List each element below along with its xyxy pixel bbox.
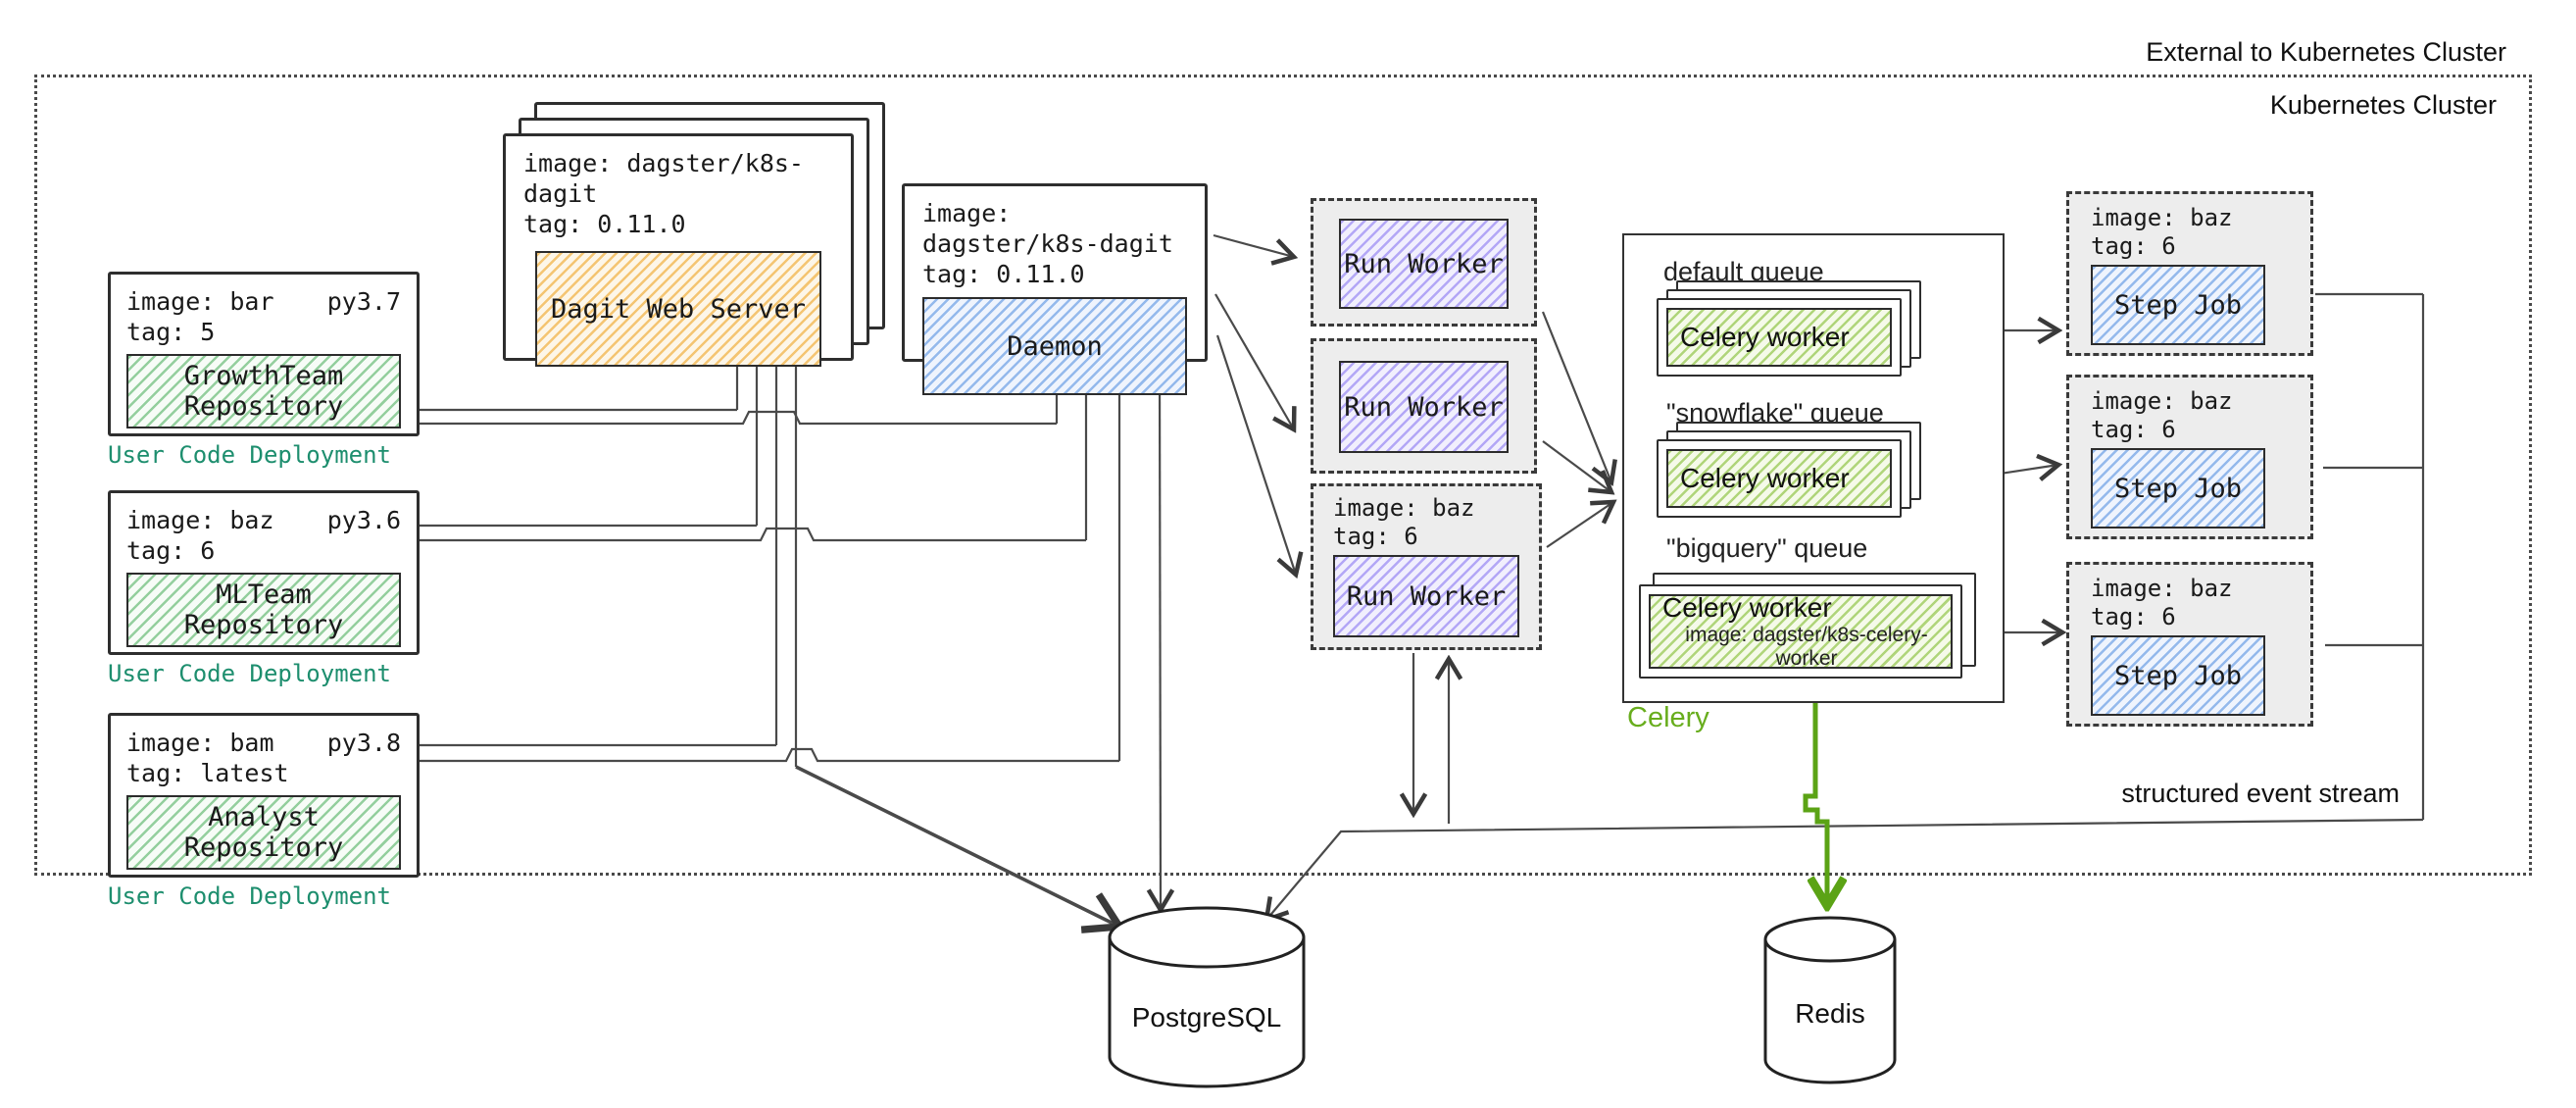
postgres-cylinder-shape xyxy=(1108,906,1306,1088)
dagit-tag-label: tag: 0.11.0 xyxy=(523,210,686,238)
postgres-cylinder: PostgreSQL xyxy=(1106,904,1308,1092)
dagit-stack: image: dagster/k8s-dagit tag: 0.11.0 Dag… xyxy=(503,102,887,367)
celery-worker-stack: Celery worker xyxy=(1657,280,1921,377)
daemon-tag-label: tag: 0.11.0 xyxy=(922,260,1085,288)
repo-tag-label: tag: 5 xyxy=(126,318,216,346)
daemon-card: image: dagster/k8s-dagit tag: 0.11.0 Dae… xyxy=(902,183,1208,395)
daemon-box: Daemon xyxy=(922,297,1187,395)
repo-py-label: py3.7 xyxy=(326,287,401,316)
dagit-card: image: dagster/k8s-dagit tag: 0.11.0 Dag… xyxy=(503,133,854,367)
event-stream-label: structured event stream xyxy=(2121,779,2400,808)
daemon-image-label: image: dagster/k8s-dagit xyxy=(922,199,1173,258)
repo-image-label: image: bar xyxy=(126,287,274,316)
step-job-tag-label: tag: 6 xyxy=(2091,232,2176,260)
redis-cylinder-shape xyxy=(1763,916,1897,1084)
celery-caption: Celery xyxy=(1627,702,1709,733)
repository-box: MLTeam Repository xyxy=(126,573,401,647)
repository-box: GrowthTeam Repository xyxy=(126,354,401,428)
user-code-deployment-card: image: bar py3.7 tag: 5 GrowthTeam Reposi… xyxy=(108,272,420,436)
run-worker-tag-label: tag: 6 xyxy=(1333,523,1418,550)
celery-worker-image-label: image: dagster/k8s-celery-worker xyxy=(1685,624,1928,670)
step-job-label: Step Job xyxy=(2113,289,2243,321)
repository-label: Analyst Repository xyxy=(183,802,344,863)
repository-box: Analyst Repository xyxy=(126,795,401,870)
daemon-label: Daemon xyxy=(1007,330,1103,362)
step-job-tag-label: tag: 6 xyxy=(2091,416,2176,443)
run-worker-label: Run Worker xyxy=(1346,580,1507,612)
step-job-box: Step Job xyxy=(2091,448,2265,529)
step-job-box: Step Job xyxy=(2091,265,2265,345)
dagit-web-server-label: Dagit Web Server xyxy=(550,293,807,325)
run-worker-image-label: image: baz xyxy=(1333,494,1475,522)
step-job-label: Step Job xyxy=(2113,473,2243,504)
repo-image-label: image: baz xyxy=(126,506,274,534)
deployment-caption: User Code Deployment xyxy=(108,882,391,910)
repo-py-label: py3.6 xyxy=(326,506,401,534)
user-code-deployment-card: image: baz py3.6 tag: 6 MLTeam Repository xyxy=(108,490,420,655)
redis-label: Redis xyxy=(1795,998,1865,1029)
celery-worker-label: Celery worker xyxy=(1680,463,1850,493)
celery-worker-stack: Celery worker image: dagster/k8s-celery-… xyxy=(1639,573,1976,679)
celery-worker-box: Celery worker image: dagster/k8s-celery-… xyxy=(1649,592,1953,670)
step-job-label: Step Job xyxy=(2113,660,2243,691)
celery-worker-card: Celery worker image: dagster/k8s-celery-… xyxy=(1639,584,1962,679)
celery-worker-box: Celery worker xyxy=(1666,308,1892,367)
celery-worker-card: Celery worker xyxy=(1657,439,1902,518)
step-job-tag-label: tag: 6 xyxy=(2091,603,2176,630)
repo-image-label: image: bam xyxy=(126,729,274,757)
celery-worker-label: Celery worker xyxy=(1662,592,1832,623)
step-job-image-label: image: baz xyxy=(2091,575,2233,602)
celery-container: default queue Celery worker "snowflake" … xyxy=(1622,233,2005,703)
postgres-label: PostgreSQL xyxy=(1131,1002,1282,1032)
run-worker-box: Run Worker xyxy=(1339,219,1509,309)
repo-tag-label: tag: 6 xyxy=(126,536,216,565)
run-worker-pod: Run Worker xyxy=(1311,198,1537,327)
kubernetes-cluster-frame xyxy=(34,75,2532,876)
dagit-image-label: image: dagster/k8s-dagit xyxy=(523,149,804,208)
step-job-box: Step Job xyxy=(2091,635,2265,716)
user-code-deployment-card: image: bam py3.8 tag: latest Analyst Repo… xyxy=(108,713,420,878)
dagit-web-server-box: Dagit Web Server xyxy=(535,251,821,367)
run-worker-label: Run Worker xyxy=(1344,248,1504,279)
queue-label: "bigquery" queue xyxy=(1666,533,1868,563)
celery-worker-box: Celery worker xyxy=(1666,449,1892,508)
celery-worker-stack: Celery worker xyxy=(1657,422,1921,518)
step-job-pod: image: baz tag: 6 Step Job xyxy=(2066,375,2313,539)
step-job-image-label: image: baz xyxy=(2091,387,2233,415)
kubernetes-cluster-label: Kubernetes Cluster xyxy=(2269,90,2497,120)
run-worker-label: Run Worker xyxy=(1344,391,1504,423)
step-job-pod: image: baz tag: 6 Step Job xyxy=(2066,562,2313,727)
step-job-pod: image: baz tag: 6 Step Job xyxy=(2066,191,2313,356)
external-cluster-label: External to Kubernetes Cluster xyxy=(2146,37,2506,67)
deployment-caption: User Code Deployment xyxy=(108,660,391,687)
run-worker-box: Run Worker xyxy=(1333,555,1519,637)
redis-cylinder: Redis xyxy=(1762,915,1898,1087)
run-worker-box: Run Worker xyxy=(1339,361,1509,453)
repository-label: MLTeam Repository xyxy=(183,579,344,640)
deployment-caption: User Code Deployment xyxy=(108,441,391,469)
step-job-image-label: image: baz xyxy=(2091,204,2233,231)
repo-py-label: py3.8 xyxy=(326,729,401,757)
run-worker-pod: image: baz tag: 6 Run Worker xyxy=(1311,483,1542,650)
celery-worker-label: Celery worker xyxy=(1680,322,1850,352)
repository-label: GrowthTeam Repository xyxy=(183,361,344,422)
run-worker-pod: Run Worker xyxy=(1311,338,1537,474)
repo-tag-label: tag: latest xyxy=(126,759,289,787)
celery-worker-card: Celery worker xyxy=(1657,298,1902,377)
